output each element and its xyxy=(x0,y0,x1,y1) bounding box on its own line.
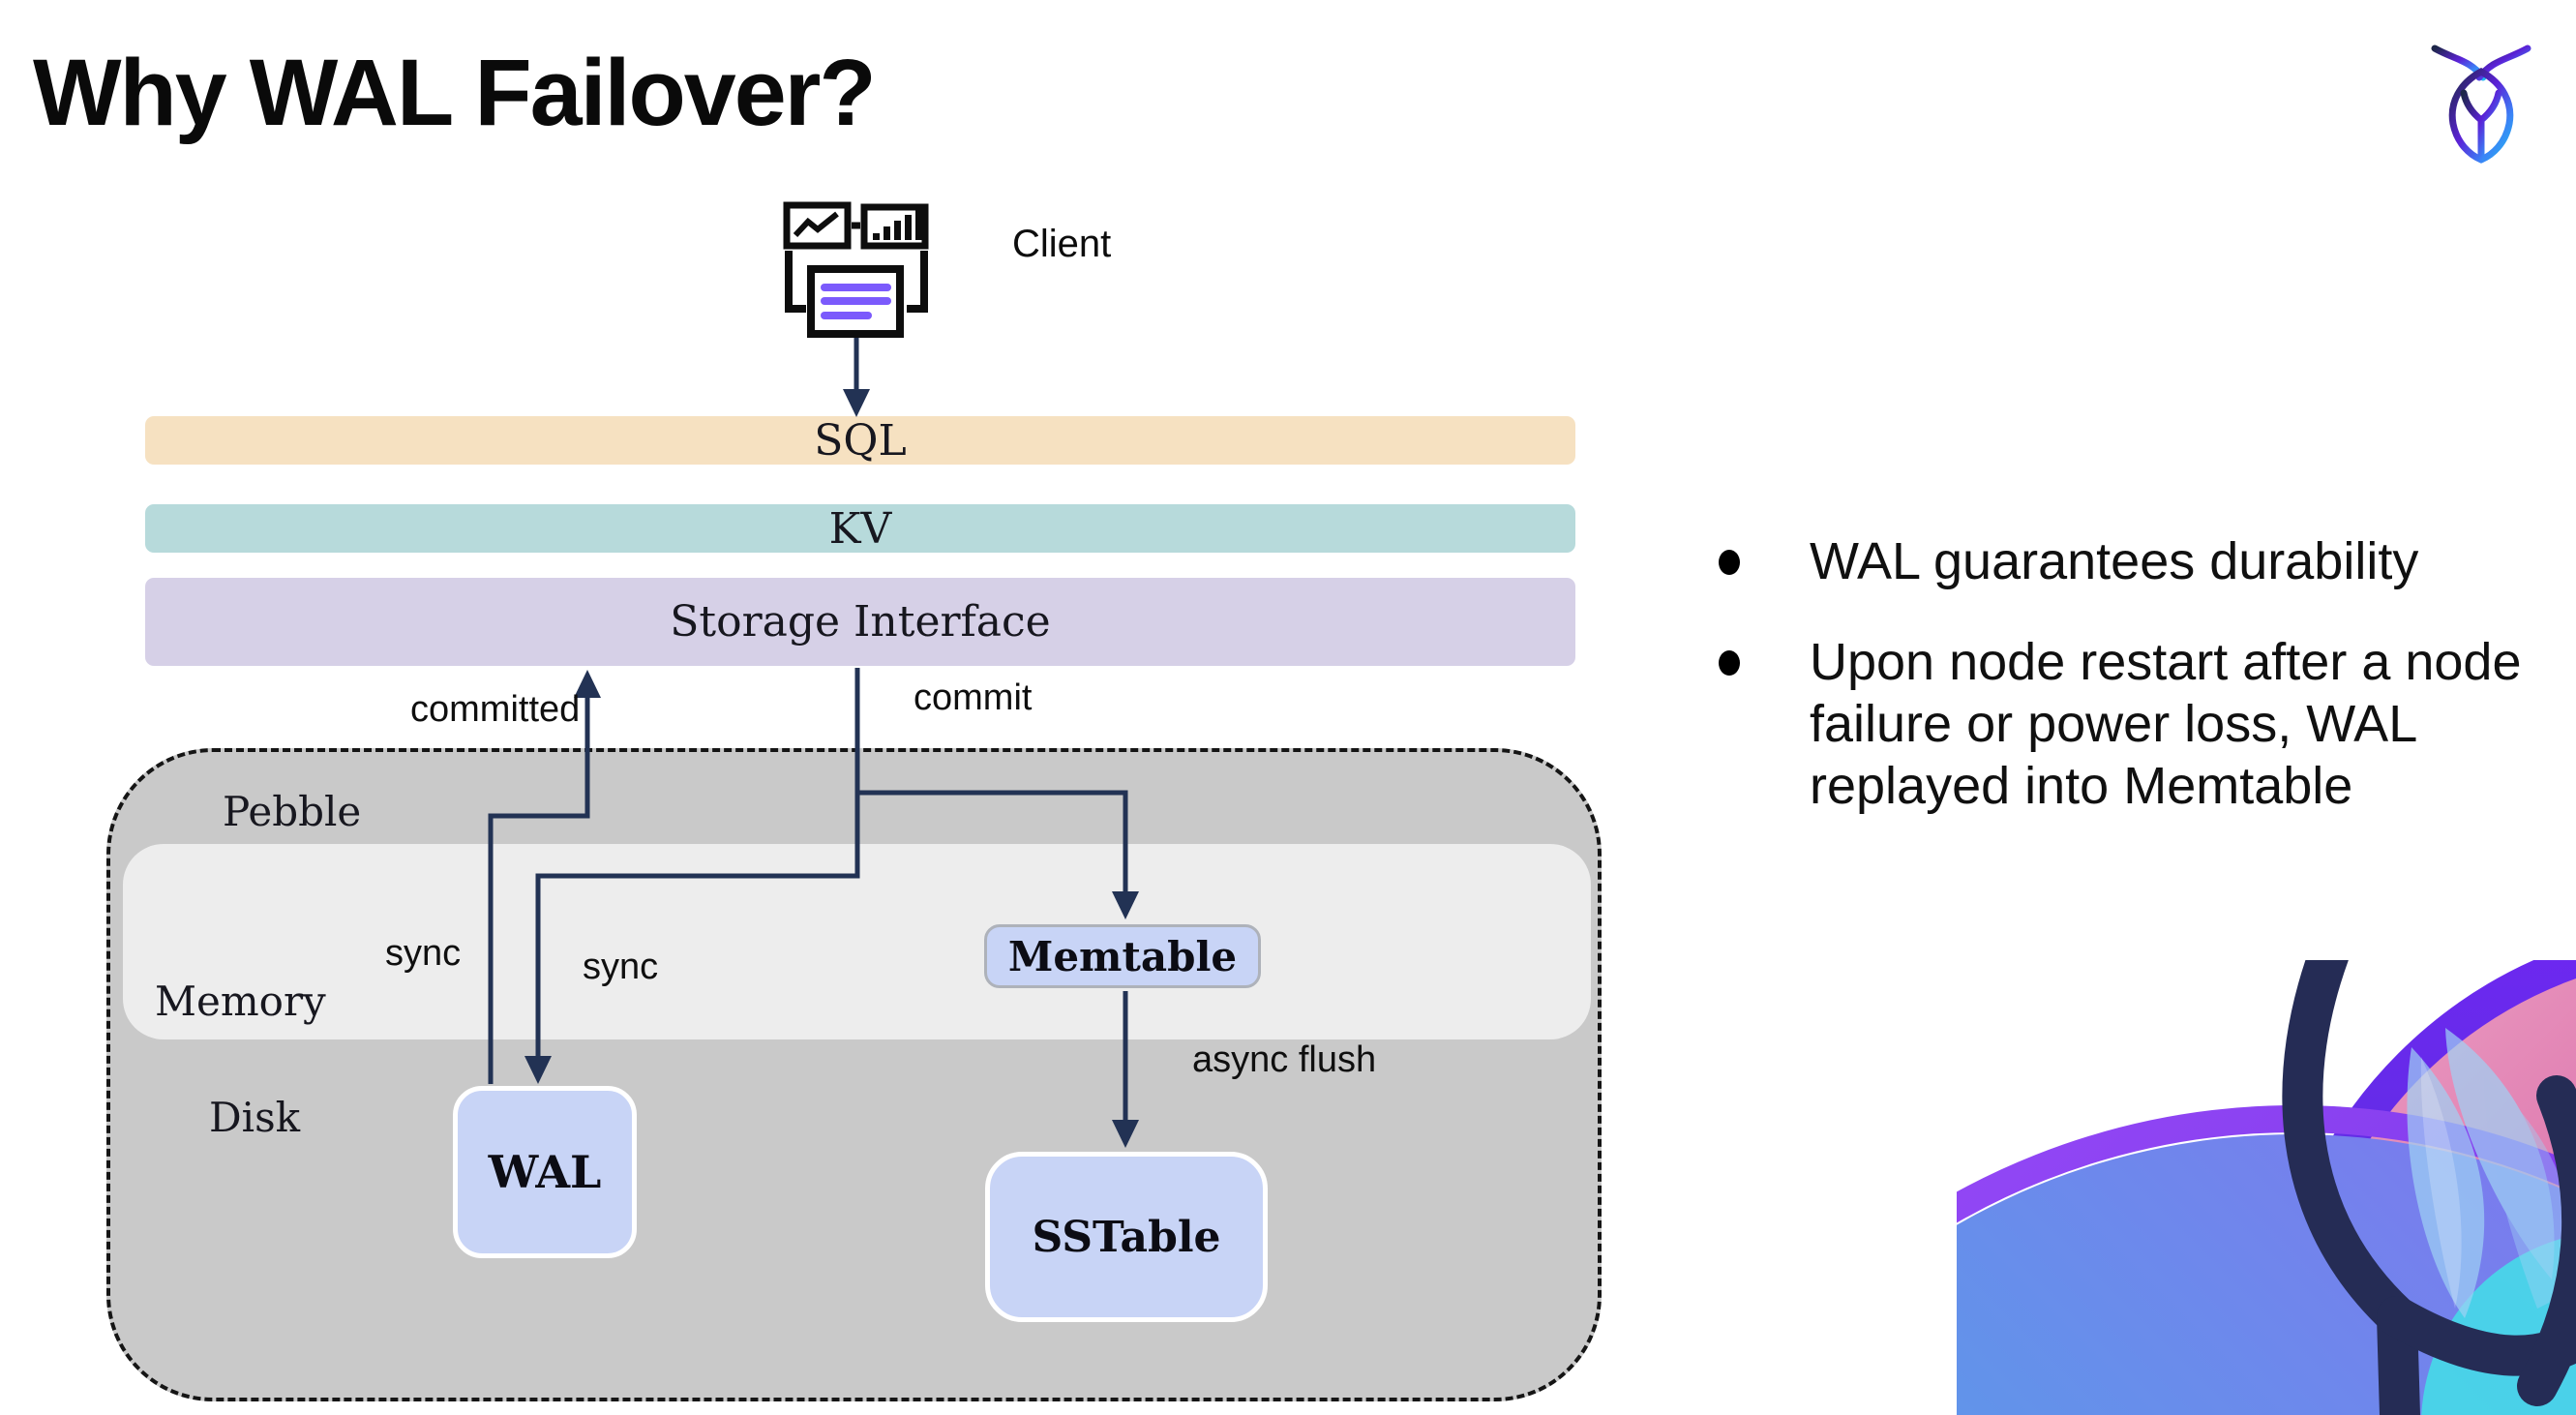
layer-storage-interface: Storage Interface xyxy=(145,578,1575,666)
layer-storage-interface-label: Storage Interface xyxy=(670,597,1051,647)
layer-kv: KV xyxy=(145,503,1575,554)
cockroachdb-brand-art xyxy=(1957,960,2576,1415)
memtable-node: Memtable xyxy=(984,924,1261,988)
line-chart-zigzag xyxy=(793,211,839,238)
edge-label-sync-left: sync xyxy=(385,933,462,974)
memory-band xyxy=(123,844,1591,1039)
edge-label-sync-right: sync xyxy=(583,947,659,987)
logo-glyph xyxy=(2431,45,2531,164)
memory-label: Memory xyxy=(155,978,326,1025)
client-label: Client xyxy=(1012,223,1112,265)
list-item: WAL guarantees durability xyxy=(1719,530,2551,592)
bar-chart-bars xyxy=(873,209,922,240)
line-chart-icon xyxy=(783,201,852,250)
layer-sql: SQL xyxy=(145,415,1575,466)
cockroachdb-logo-icon xyxy=(2431,45,2531,164)
bracket-left xyxy=(785,251,806,313)
bullet-dot-icon xyxy=(1719,650,1740,676)
sstable-node: SSTable xyxy=(985,1152,1268,1322)
bracket-right xyxy=(907,251,928,313)
memtable-label: Memtable xyxy=(1007,932,1238,980)
bullet-text: Upon node restart after a node failure o… xyxy=(1810,633,2522,815)
art-leaf-sheen xyxy=(2420,1057,2462,1309)
bullet-list: WAL guarantees durability Upon node rest… xyxy=(1719,530,2551,856)
client-workstation-icon xyxy=(783,201,929,338)
list-item: Upon node restart after a node failure o… xyxy=(1719,631,2551,817)
wal-label: WAL xyxy=(488,1146,602,1198)
sstable-label: SSTable xyxy=(1032,1212,1221,1262)
edge-label-committed: committed xyxy=(410,689,581,730)
wal-node: WAL xyxy=(453,1086,637,1258)
document-text-lines xyxy=(821,284,891,319)
art-dark-logo xyxy=(2282,960,2576,1415)
bullet-dot-icon xyxy=(1719,550,1740,575)
art-light-leaves xyxy=(2407,1028,2576,1318)
page-title: Why WAL Failover? xyxy=(33,40,877,145)
layer-sql-label: SQL xyxy=(814,415,907,466)
bullet-text: WAL guarantees durability xyxy=(1810,532,2419,590)
edge-label-commit: commit xyxy=(914,677,1033,718)
pebble-label: Pebble xyxy=(223,788,362,835)
edge-label-async-flush: async flush xyxy=(1192,1039,1377,1080)
layer-kv-label: KV xyxy=(828,503,892,554)
disk-label: Disk xyxy=(209,1094,301,1141)
